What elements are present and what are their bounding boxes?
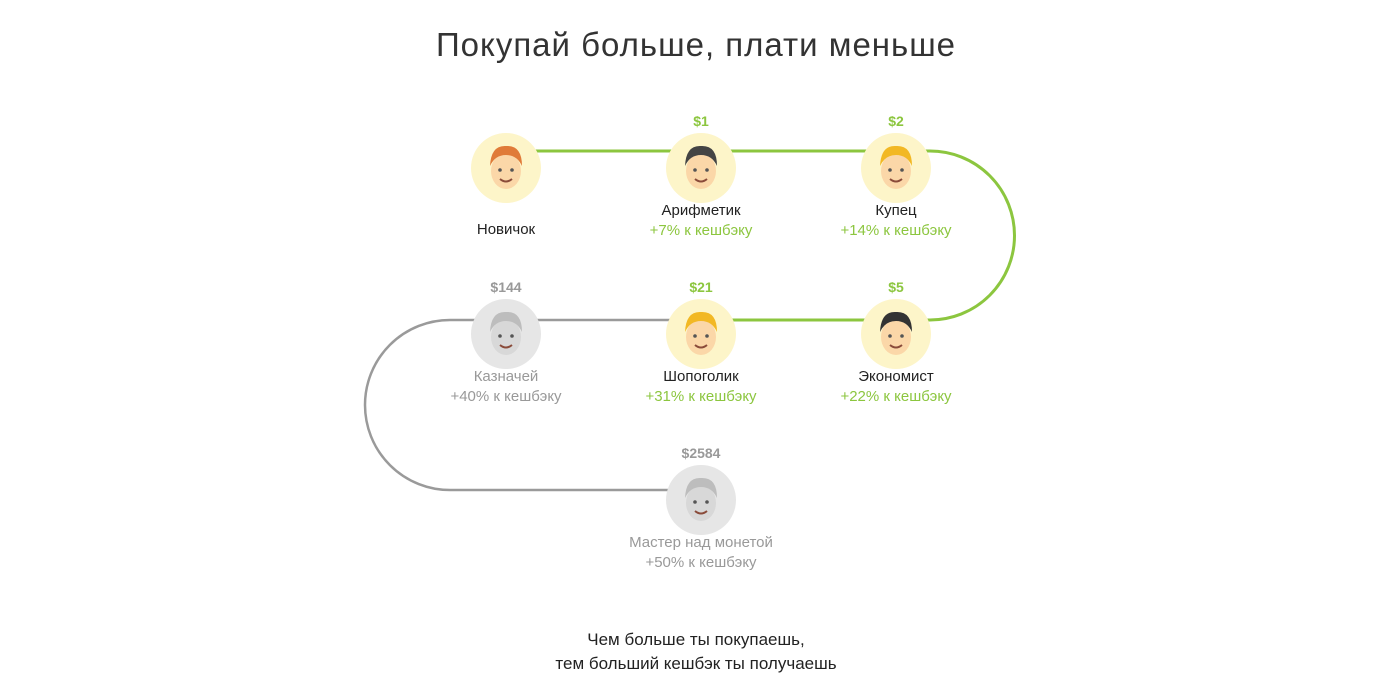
level-name: Арифметик: [661, 202, 741, 219]
level-price: $21: [689, 279, 713, 295]
level-cashback: +31% к кешбэку: [645, 388, 757, 405]
level-price: $5: [888, 279, 904, 295]
page-title: Покупай больше, плати меньше: [435, 26, 957, 63]
level-price: $2584: [681, 445, 721, 461]
level-name: Мастер над монетой: [629, 534, 773, 551]
level-price: $2: [888, 113, 904, 129]
level-price: $144: [490, 279, 522, 295]
avatar-icon: [666, 133, 736, 203]
level-price: $1: [693, 113, 709, 129]
avatar-icon: [666, 465, 736, 535]
level-cashback: +14% к кешбэку: [840, 222, 952, 239]
footer-line-1: Чем больше ты покупаешь,: [587, 630, 805, 649]
level-cashback: +7% к кешбэку: [649, 222, 753, 239]
footer-line-2: тем больший кешбэк ты получаешь: [555, 654, 837, 673]
level-name: Экономист: [858, 368, 934, 385]
avatar-icon: [861, 299, 931, 369]
level-name: Купец: [875, 202, 917, 219]
avatar-icon: [471, 133, 541, 203]
level-cashback: +22% к кешбэку: [840, 388, 952, 405]
level-name: Казначей: [473, 368, 539, 385]
avatar-icon: [666, 299, 736, 369]
level-name: Новичок: [476, 221, 536, 238]
path-active: [506, 149, 1016, 322]
avatar-icon: [471, 299, 541, 369]
footer-text: Чем больше ты покупаешь, тем больший кеш…: [0, 628, 1392, 676]
path-locked: [363, 318, 701, 492]
avatar-icon: [861, 133, 931, 203]
level-cashback: +40% к кешбэку: [450, 388, 562, 405]
level-cashback: +50% к кешбэку: [645, 554, 757, 571]
level-name: Шопоголик: [663, 368, 739, 385]
